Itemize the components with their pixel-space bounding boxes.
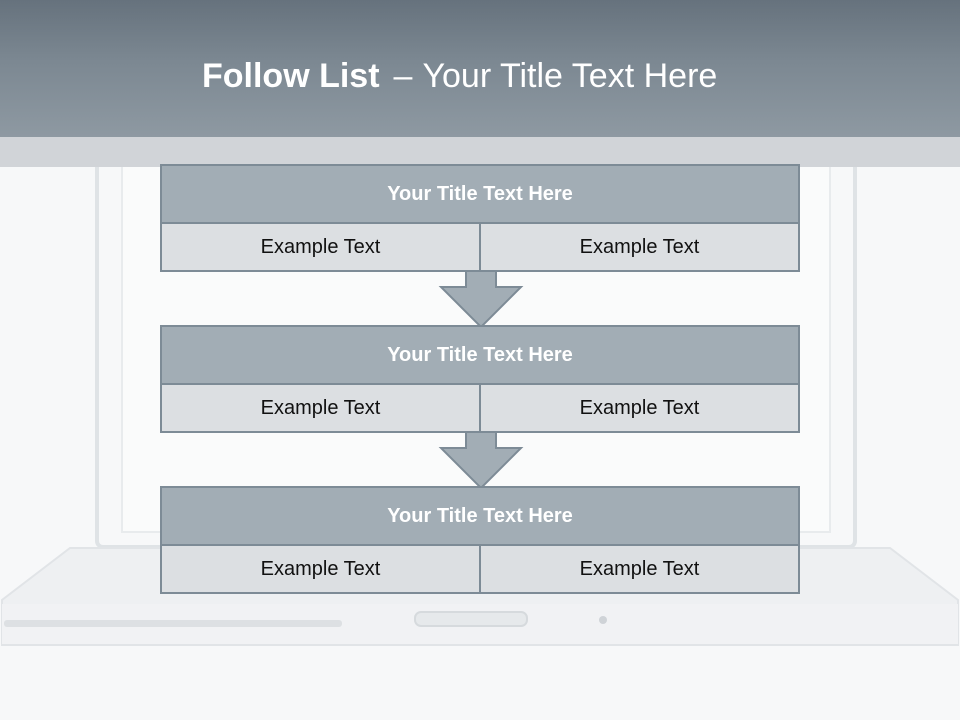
step-row-2: Example Text Example Text <box>162 385 798 431</box>
down-arrow-icon <box>438 270 524 329</box>
page-title-rest: Your Title Text Here <box>422 57 718 95</box>
page-title-dash: – <box>393 57 413 95</box>
step-1-right-cell: Example Text <box>479 224 798 270</box>
step-1-left-cell: Example Text <box>162 224 479 270</box>
step-box-2: Your Title Text Here Example Text Exampl… <box>160 325 800 433</box>
down-arrow-icon <box>438 431 524 490</box>
step-2-right-cell: Example Text <box>479 385 798 431</box>
page-title: Follow List–Your Title Text Here <box>202 56 717 96</box>
header-band <box>0 137 960 167</box>
step-row-1: Example Text Example Text <box>162 224 798 270</box>
step-box-1: Your Title Text Here Example Text Exampl… <box>160 164 800 272</box>
step-row-3: Example Text Example Text <box>162 546 798 592</box>
step-2-left-cell: Example Text <box>162 385 479 431</box>
page-title-bold: Follow List <box>202 57 380 95</box>
step-title-1: Your Title Text Here <box>162 166 798 224</box>
step-box-3: Your Title Text Here Example Text Exampl… <box>160 486 800 594</box>
step-3-left-cell: Example Text <box>162 546 479 592</box>
step-title-3: Your Title Text Here <box>162 488 798 546</box>
step-title-2: Your Title Text Here <box>162 327 798 385</box>
header-banner <box>0 0 960 137</box>
step-3-right-cell: Example Text <box>479 546 798 592</box>
